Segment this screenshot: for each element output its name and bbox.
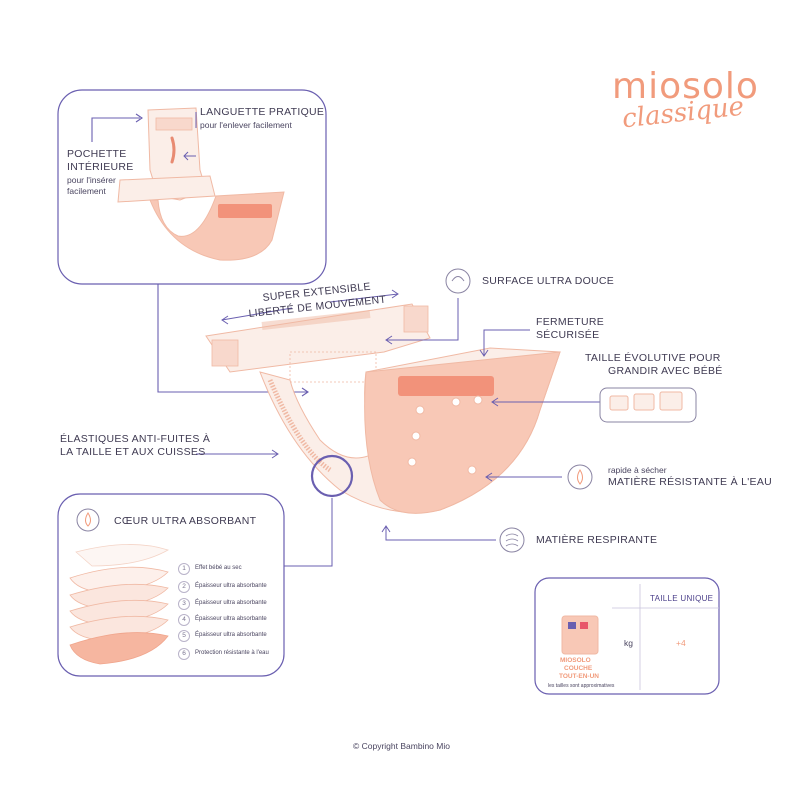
- layer-text: Épaisseur ultra absorbante: [195, 632, 267, 638]
- languette-sub: pour l'enlever facilement: [200, 120, 292, 130]
- copyright: © Copyright Bambino Mio: [353, 741, 450, 751]
- layer-number: 1: [178, 563, 190, 575]
- surface-label: SURFACE ULTRA DOUCE: [482, 275, 615, 287]
- size-note: les tailles sont approximatives: [548, 683, 615, 689]
- elastiques-label-1: ÉLASTIQUES ANTI-FUITES À: [60, 433, 211, 445]
- matiere-eau-label: MATIÈRE RÉSISTANTE À L'EAU: [608, 476, 773, 488]
- inner-pocket-box: [57, 89, 327, 285]
- rapide-label: rapide à sécher: [608, 465, 667, 475]
- size-value: +4: [676, 638, 686, 648]
- size-table-box: [534, 577, 720, 695]
- layer-text: Épaisseur ultra absorbante: [195, 583, 267, 589]
- layer-text: Protection résistante à l'eau: [195, 650, 269, 656]
- layer-text: Épaisseur ultra absorbante: [195, 600, 267, 606]
- size-header: TAILLE UNIQUE: [650, 594, 714, 603]
- layer-text: Épaisseur ultra absorbante: [195, 616, 267, 622]
- pochette-sub-1: pour l'insérer: [67, 175, 116, 185]
- product-name-2: COUCHE: [564, 665, 593, 672]
- pocket-diaper-drawing: [117, 107, 285, 261]
- pochette-title-2: INTÉRIEURE: [67, 161, 134, 173]
- elastiques-label-2: LA TAILLE ET AUX CUISSES: [60, 446, 206, 458]
- layer-number: 6: [178, 648, 190, 660]
- absorbent-core-box: [57, 493, 285, 677]
- brand-name: miosolo: [612, 66, 759, 107]
- coeur-label: CŒUR ULTRA ABSORBANT: [114, 515, 257, 527]
- absorbent-layers-drawing: [69, 544, 169, 665]
- pochette-sub-2: facilement: [67, 186, 106, 196]
- fermeture-label-1: FERMETURE: [536, 316, 605, 328]
- layer-number: 5: [178, 630, 190, 642]
- layer-number: 2: [178, 581, 190, 593]
- languette-title: LANGUETTE PRATIQUE: [200, 106, 325, 118]
- layer-number: 3: [178, 598, 190, 610]
- layer-number: 4: [178, 614, 190, 626]
- taille-label-2: GRANDIR AVEC BÉBÉ: [608, 365, 723, 377]
- pochette-title-1: POCHETTE: [67, 148, 127, 160]
- main-diaper-drawing: [205, 303, 561, 514]
- product-name-3: TOUT-EN-UN: [559, 673, 599, 680]
- layer-text: Effet bébé au sec: [195, 565, 242, 571]
- respirante-label: MATIÈRE RESPIRANTE: [536, 534, 658, 546]
- product-name-1: MIOSOLO: [560, 657, 591, 664]
- fermeture-label-2: SÉCURISÉE: [536, 329, 600, 341]
- size-unit: kg: [624, 638, 633, 648]
- taille-label-1: TAILLE ÉVOLUTIVE POUR: [585, 352, 721, 364]
